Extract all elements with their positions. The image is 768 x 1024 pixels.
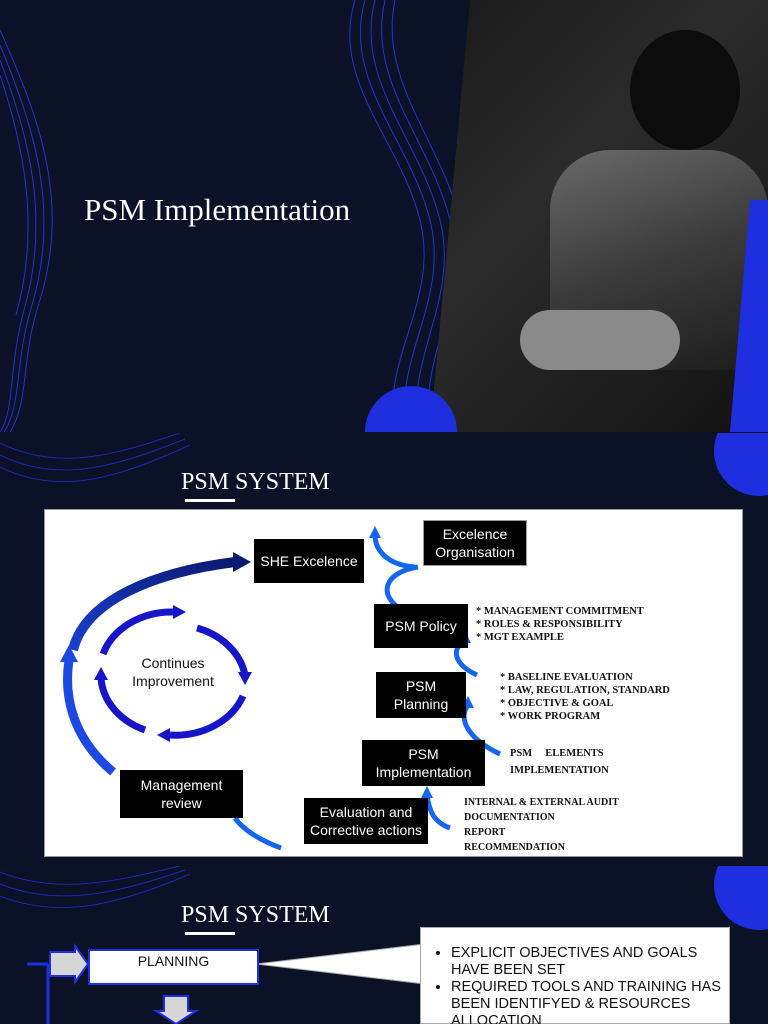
planning-notes: * BASELINE EVALUATION * LAW, REGULATION,… (500, 672, 670, 722)
psm-policy-box: PSM Policy (374, 604, 468, 648)
page-title: PSM Implementation (84, 192, 351, 227)
slide-title: PSM SYSTEM (181, 469, 330, 495)
title-underline (185, 499, 235, 502)
title-underline (185, 932, 235, 935)
psm-system-slide: PSM SYSTEM (0, 433, 768, 865)
psm-planning-box: PSM Planning (376, 672, 466, 718)
she-excellence-box: SHE Excelence (254, 539, 364, 583)
callout-box: EXPLICIT OBJECTIVES AND GOALS HAVE BEEN … (420, 927, 730, 1024)
bullet-item: EXPLICIT OBJECTIVES AND GOALS HAVE BEEN … (451, 945, 729, 979)
wave-decoration (0, 433, 191, 483)
management-review-box: Management review (120, 770, 243, 818)
photo-placeholder (430, 0, 768, 432)
wave-decoration (0, 866, 191, 909)
bullet-item: REQUIRED TOOLS AND TRAINING HAS BEEN IDE… (451, 979, 729, 1024)
psm-system-slide-2: PSM SYSTEM PLANNING EXPLICIT OBJECTIVES … (0, 866, 768, 1024)
planning-label: PLANNING (137, 953, 210, 969)
policy-notes: * MANAGEMENT COMMITMENT * ROLES & RESPON… (476, 606, 644, 643)
evaluation-notes: INTERNAL & EXTERNAL AUDIT DOCUMENTATION … (464, 797, 619, 853)
cycle-arrows (60, 526, 502, 851)
wave-decoration (0, 0, 461, 432)
evaluation-box: Evaluation and Corrective actions (304, 798, 428, 844)
title-slide: PSM Implementation (0, 0, 768, 432)
continues-improvement-label: Continues Improvement (132, 655, 214, 689)
psm-implementation-box: PSM Implementation (362, 740, 485, 786)
implementation-notes: PSM ELEMENTS IMPLEMENTATION (510, 748, 609, 776)
slide-title: PSM SYSTEM (181, 902, 330, 928)
diagram-panel: SHE Excelence Excelence Organisation PSM… (44, 509, 743, 857)
excellence-organisation-box: Excelence Organisation (423, 520, 527, 566)
planning-box: PLANNING (88, 949, 259, 985)
